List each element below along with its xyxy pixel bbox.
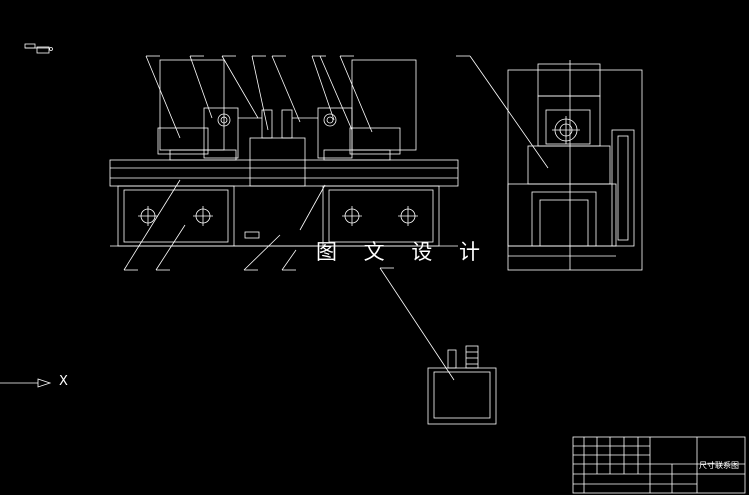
front-view-left-base (117, 185, 235, 247)
front-view-center-column (249, 137, 306, 187)
pump-unit-body (427, 367, 497, 425)
front-view-left-motor (159, 59, 225, 151)
title-block (572, 436, 746, 494)
watermark-text: 图 文 设 计 (316, 240, 491, 264)
pump-unit-view (379, 267, 497, 425)
front-view-bed (109, 159, 459, 187)
front-view-right-motor (351, 59, 417, 151)
reference-mark (24, 43, 53, 54)
x-axis-arrow (0, 378, 52, 388)
title-block-drawing-title: 尺寸联系图 (699, 461, 739, 470)
front-view (109, 55, 459, 271)
x-axis-label: X (59, 374, 68, 389)
side-view (456, 55, 643, 271)
side-view-outline (507, 69, 643, 271)
